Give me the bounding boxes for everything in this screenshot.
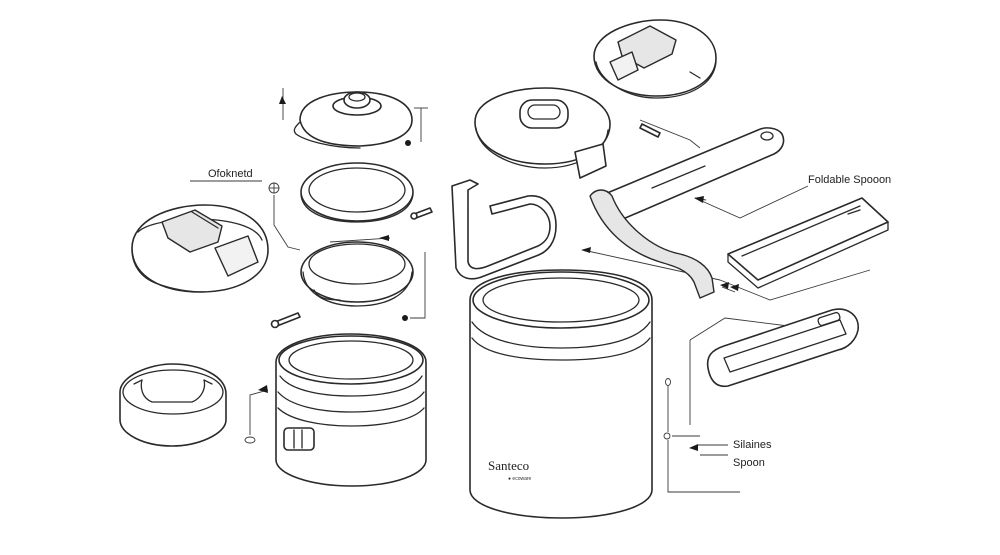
main-container bbox=[469, 269, 653, 519]
label-spoon: Spoon bbox=[733, 457, 765, 469]
container-lid bbox=[474, 87, 611, 179]
pin-parts bbox=[270, 123, 661, 329]
label-silaines: Silaines bbox=[733, 439, 772, 451]
silicone-ring-top bbox=[300, 162, 414, 223]
bowl-insert bbox=[119, 363, 227, 447]
foldable-spoon bbox=[589, 127, 785, 299]
bracket-clip bbox=[451, 179, 557, 280]
spoon-plate-lower bbox=[706, 308, 859, 388]
vent-lid-part bbox=[293, 91, 413, 149]
lid-left bbox=[131, 204, 269, 293]
silicone-ring-mid bbox=[300, 241, 414, 307]
small-jar bbox=[275, 333, 427, 487]
leader-lines bbox=[190, 88, 871, 493]
arrowheads bbox=[258, 96, 739, 451]
label-foldable-spoon: Foldable Spooon bbox=[808, 174, 892, 186]
lid-top-right bbox=[593, 19, 717, 99]
ring-marker bbox=[244, 436, 256, 444]
spoon-plate-upper bbox=[727, 197, 889, 289]
dot-marker bbox=[405, 140, 411, 146]
label-top-left: Ofoknetd bbox=[208, 168, 253, 180]
ring-marker bbox=[665, 378, 671, 386]
brand-name: Santeco bbox=[488, 458, 530, 473]
brand-sub: ● ecoware bbox=[508, 476, 532, 482]
dot-marker bbox=[402, 315, 408, 321]
ring-marker bbox=[663, 432, 671, 440]
